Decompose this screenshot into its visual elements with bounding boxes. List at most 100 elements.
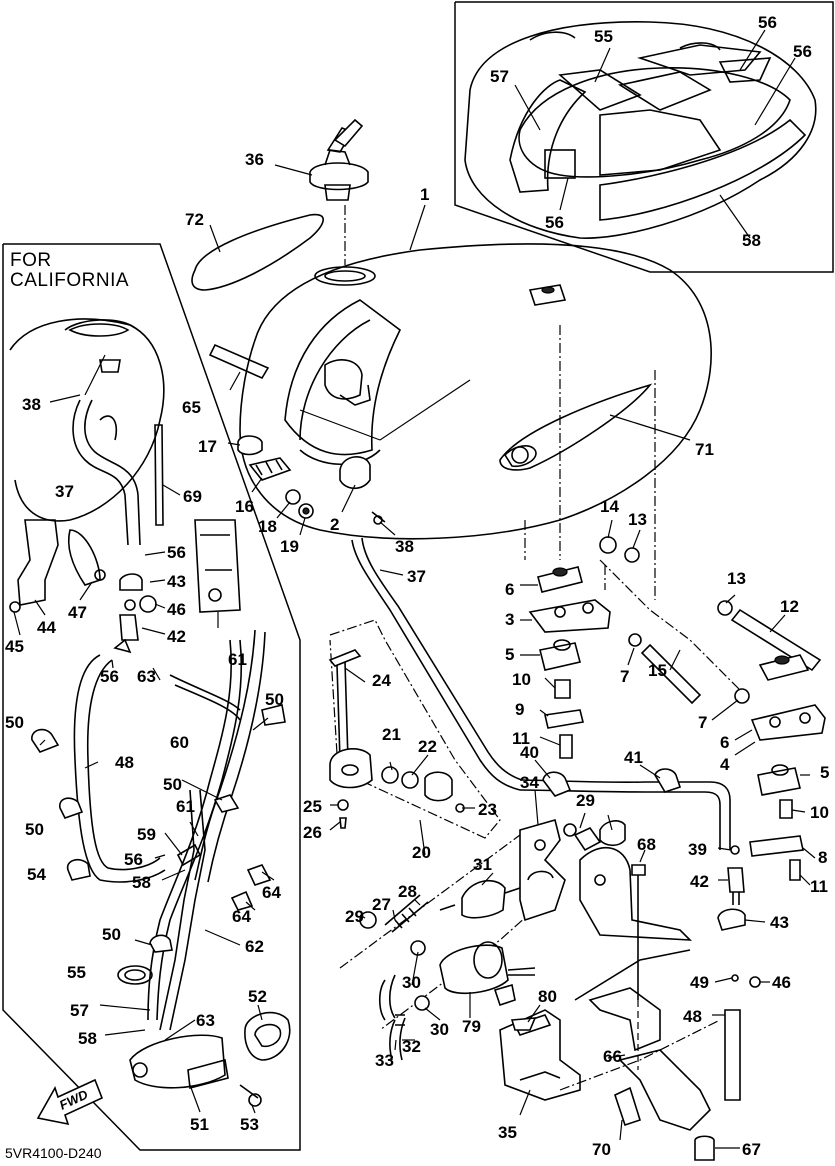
callout-9: 9: [515, 700, 524, 719]
svg-text:71: 71: [695, 440, 714, 459]
svg-text:61: 61: [228, 650, 247, 669]
fwd-arrow: FWD: [36, 1078, 104, 1126]
svg-text:17: 17: [198, 437, 217, 456]
svg-text:32: 32: [402, 1037, 421, 1056]
inset-tank-underside: 55 56 56 57 56 58: [454, 1, 834, 273]
callout-14: 14: [600, 497, 619, 516]
callout-64b: 64: [232, 907, 251, 926]
callout-33: 33: [375, 1051, 394, 1070]
svg-text:42: 42: [690, 872, 709, 891]
callout-29a: 29: [345, 907, 364, 926]
callout-42b: 42: [690, 872, 709, 891]
svg-text:55: 55: [594, 27, 613, 46]
callout-79: 79: [462, 1017, 481, 1036]
callout-13b: 13: [727, 569, 746, 588]
svg-text:8: 8: [818, 848, 827, 867]
callout-11a: 11: [512, 729, 530, 748]
svg-text:51: 51: [190, 1115, 209, 1134]
callout-39: 39: [688, 840, 707, 859]
svg-text:4: 4: [720, 755, 730, 774]
callout-40: 40: [520, 743, 539, 762]
callout-61a: 61: [228, 650, 247, 669]
svg-text:19: 19: [280, 537, 299, 556]
callout-30a: 30: [402, 973, 421, 992]
callout-13a: 13: [628, 510, 647, 529]
callout-60: 60: [170, 733, 189, 752]
svg-text:48: 48: [683, 1007, 702, 1026]
svg-text:11: 11: [810, 877, 828, 896]
callout-61b: 61: [176, 797, 195, 816]
mount-brackets-right: [599, 559, 826, 881]
diagram-code: 5VR4100-D240: [5, 1145, 102, 1161]
svg-text:30: 30: [430, 1020, 449, 1039]
svg-text:37: 37: [407, 567, 426, 586]
main-leaders: [209, 164, 816, 1149]
callout-20: 20: [412, 843, 431, 862]
callout-50e: 50: [102, 925, 121, 944]
svg-text:50: 50: [102, 925, 121, 944]
callout-48b: 48: [683, 1007, 702, 1026]
svg-text:23: 23: [478, 800, 497, 819]
svg-text:46: 46: [772, 973, 791, 992]
svg-text:14: 14: [600, 497, 619, 516]
svg-text:65: 65: [182, 398, 201, 417]
callout-35: 35: [498, 1123, 517, 1142]
callout-34: 34: [520, 773, 539, 792]
svg-text:6: 6: [505, 580, 514, 599]
svg-text:59: 59: [137, 825, 156, 844]
svg-text:39: 39: [688, 840, 707, 859]
callout-50c: 50: [163, 775, 182, 794]
svg-text:5: 5: [505, 645, 514, 664]
callout-5b: 5: [820, 763, 829, 782]
svg-text:62: 62: [245, 937, 264, 956]
callout-2: 2: [330, 515, 339, 534]
svg-text:43: 43: [770, 913, 789, 932]
callout-10a: 10: [512, 670, 531, 689]
svg-text:31: 31: [473, 855, 492, 874]
svg-text:57: 57: [70, 1001, 89, 1020]
svg-text:38: 38: [22, 395, 41, 414]
callout-69: 69: [183, 487, 202, 506]
svg-text:33: 33: [375, 1051, 394, 1070]
hose-65: [208, 343, 270, 380]
callout-57: 5757: [70, 1001, 89, 1020]
svg-text:44: 44: [37, 618, 56, 637]
svg-text:53: 53: [240, 1115, 259, 1134]
callout-12: 12: [780, 597, 799, 616]
svg-text:69: 69: [183, 487, 202, 506]
svg-text:29: 29: [576, 791, 595, 810]
callout-24: 24: [372, 671, 391, 690]
callout-43b: 43: [770, 913, 789, 932]
callout-76: 56: [793, 42, 812, 61]
callout-80: 80: [538, 987, 557, 1006]
svg-text:80: 80: [538, 987, 557, 1006]
svg-text:52: 52: [248, 987, 267, 1006]
callout-1: 1: [420, 185, 429, 204]
california-label-line1: FOR: [10, 250, 52, 271]
callout-27: 27: [372, 895, 391, 914]
callout-50b: 50: [265, 690, 284, 709]
svg-text:21: 21: [382, 725, 401, 744]
callout-74: 56: [758, 13, 777, 32]
svg-text:56: 56: [545, 213, 564, 232]
svg-text:50: 50: [25, 820, 44, 839]
svg-text:6: 6: [720, 733, 729, 752]
svg-text:13: 13: [628, 510, 647, 529]
callout-23: 23: [478, 800, 497, 819]
callout-31: 31: [473, 855, 492, 874]
callout-38b: 38: [395, 537, 414, 556]
callout-67: 67: [742, 1140, 761, 1159]
callout-47: 47: [68, 603, 87, 622]
svg-text:56: 56: [167, 543, 186, 562]
svg-text:58: 58: [78, 1029, 97, 1048]
svg-text:38: 38: [395, 537, 414, 556]
callout-48a: 48: [115, 753, 134, 772]
svg-text:61: 61: [176, 797, 195, 816]
svg-text:67: 67: [742, 1140, 761, 1159]
svg-text:41: 41: [624, 748, 643, 767]
callout-7a: 7: [620, 667, 629, 686]
callout-38a: 38: [22, 395, 41, 414]
callout-30b: 30: [430, 1020, 449, 1039]
